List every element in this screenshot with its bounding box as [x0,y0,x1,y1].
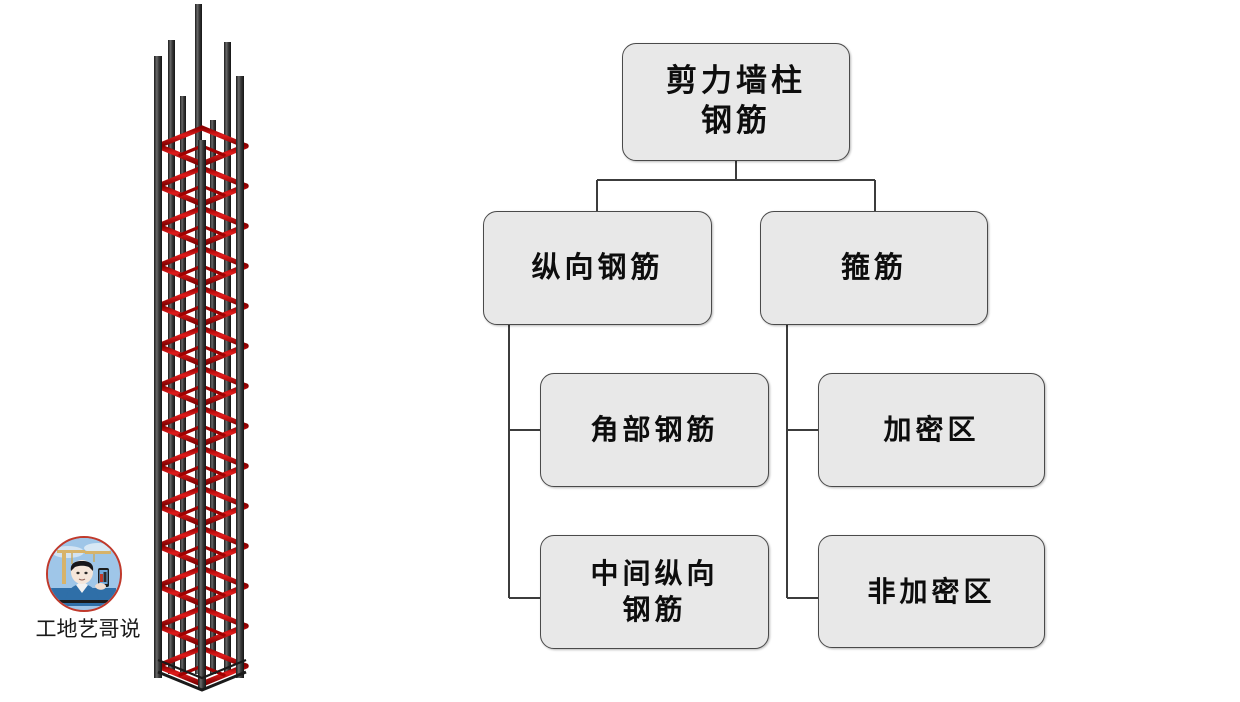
node-non-dense-zone[interactable]: 非加密区 [818,535,1045,648]
node-dense-zone-label: 加密区 [883,413,980,447]
avatar [46,536,122,612]
avatar-image [48,538,116,606]
node-corner-rebar[interactable]: 角部钢筋 [540,373,769,487]
watermark: 工地艺哥说 [18,536,158,676]
node-root[interactable]: 剪力墙柱 钢筋 [622,43,850,161]
node-longitudinal-rebar[interactable]: 纵向钢筋 [483,211,712,325]
node-middle-longitudinal-rebar[interactable]: 中间纵向 钢筋 [540,535,769,649]
rebar-cage-illustration [140,0,270,698]
node-middle-longitudinal-rebar-label: 中间纵向 钢筋 [590,557,719,626]
node-stirrup[interactable]: 箍筋 [760,211,988,325]
watermark-label: 工地艺哥说 [35,617,141,641]
longitudinal-bars-front [154,56,244,690]
rebar-cage-svg [154,4,270,692]
node-corner-rebar-label: 角部钢筋 [590,413,719,447]
node-non-dense-zone-label: 非加密区 [867,574,996,608]
cage-base [157,658,247,692]
node-dense-zone[interactable]: 加密区 [818,373,1045,487]
node-stirrup-label: 箍筋 [840,250,907,285]
node-root-label: 剪力墙柱 钢筋 [666,63,806,139]
node-longitudinal-rebar-label: 纵向钢筋 [531,250,664,285]
